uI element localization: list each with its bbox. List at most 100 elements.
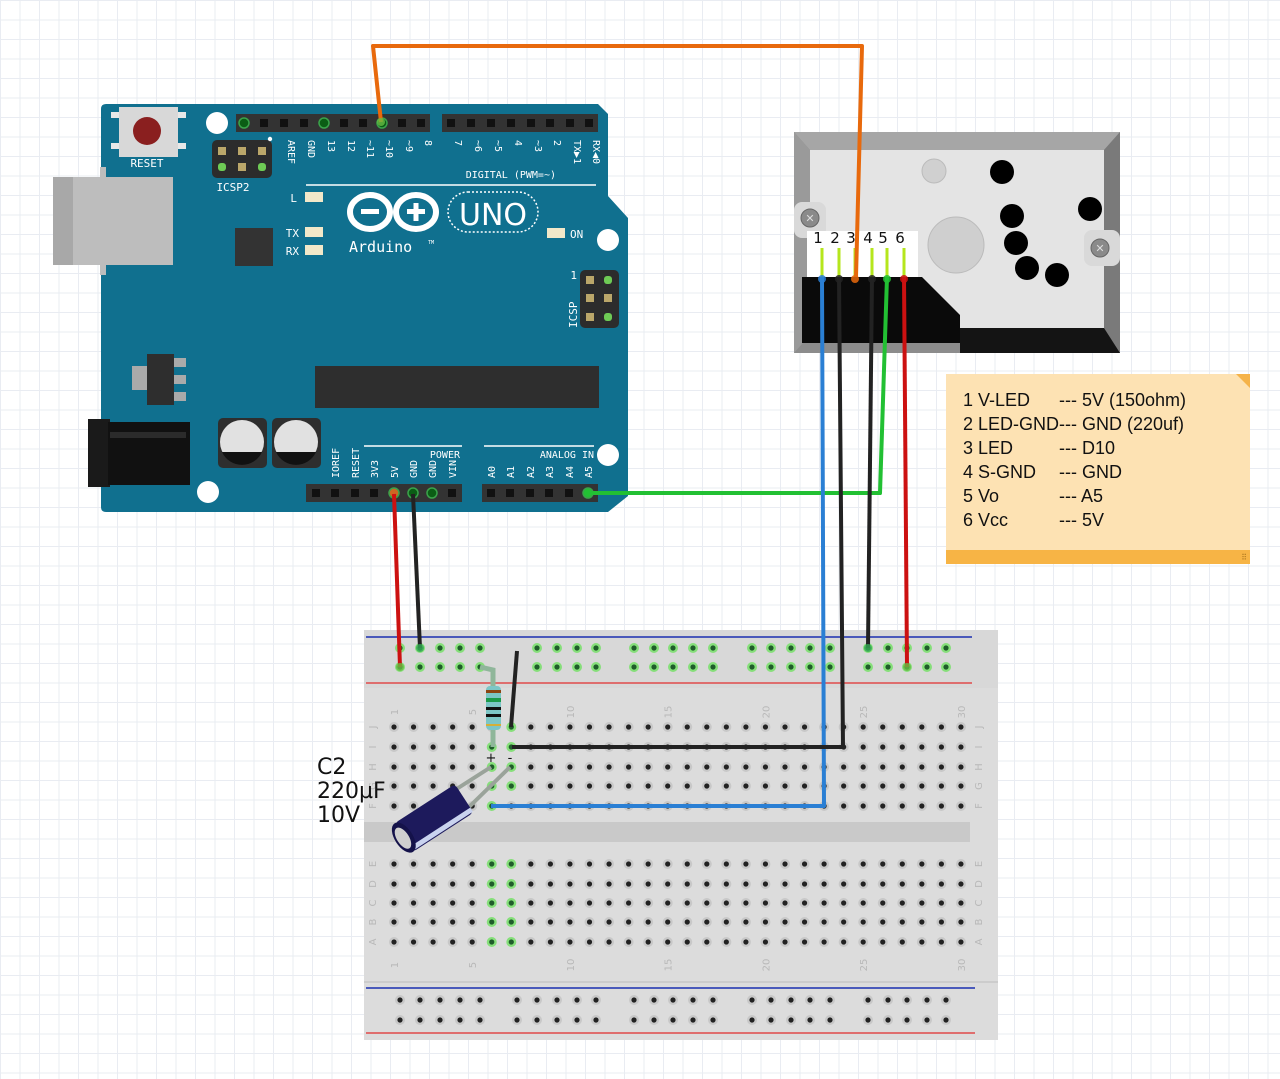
- header-pin[interactable]: [417, 119, 425, 127]
- hole-center: [743, 939, 749, 945]
- digital-pin-label: ~10: [383, 140, 394, 158]
- column-label: 20: [761, 706, 772, 719]
- wire-rail-gnd-to-row[interactable]: [509, 650, 519, 728]
- hole-center: [547, 783, 554, 789]
- hole-center: [821, 881, 827, 887]
- power-pin-label: GND: [409, 460, 420, 478]
- hole-center: [631, 664, 637, 670]
- hole-center: [670, 997, 676, 1003]
- header-pin[interactable]: [351, 489, 359, 497]
- sensor-hole: [1015, 256, 1039, 280]
- header-pin[interactable]: [331, 489, 339, 497]
- reset-button[interactable]: [111, 107, 186, 157]
- header-pin[interactable]: [565, 489, 573, 497]
- column-label: 15: [664, 959, 675, 972]
- wire-5v-to-rail[interactable]: [392, 493, 402, 668]
- header-pin[interactable]: [448, 489, 456, 497]
- hole-center: [788, 645, 794, 651]
- wire-sensor-vcc-to-rail[interactable]: [902, 276, 909, 668]
- wire-sensor-vled-to-breadboard[interactable]: [491, 276, 826, 808]
- hole-center: [645, 881, 651, 887]
- capacitor-name: C2: [317, 755, 347, 780]
- row-label: E: [974, 861, 985, 867]
- wire-sensor-ledgnd-to-breadboard[interactable]: [512, 276, 845, 749]
- hole-center: [860, 724, 866, 730]
- header-pin[interactable]: [545, 489, 553, 497]
- header-pin[interactable]: [260, 119, 268, 127]
- hole-center: [880, 783, 886, 789]
- wire-gnd-to-rail[interactable]: [411, 493, 422, 649]
- header-pin[interactable]: [447, 119, 455, 127]
- hole-center: [397, 997, 403, 1003]
- regulator-body: [147, 354, 174, 405]
- wire-d10-to-sensor-led[interactable]: [371, 44, 864, 278]
- hole-center: [841, 861, 847, 867]
- digital-pin-label: 12: [345, 140, 356, 152]
- header-pin[interactable]: [467, 119, 475, 127]
- hole-center: [860, 783, 866, 789]
- header-pin[interactable]: [359, 119, 367, 127]
- hole-center: [762, 764, 769, 770]
- hole-center: [626, 724, 632, 730]
- hole-center: [567, 939, 573, 945]
- hole-center: [534, 664, 540, 670]
- analog-pin-label: A3: [545, 466, 556, 478]
- hole-center: [865, 1017, 871, 1023]
- header-pin[interactable]: [312, 489, 320, 497]
- header-pin[interactable]: [370, 489, 378, 497]
- resize-grip-icon[interactable]: ⠿: [1241, 553, 1247, 562]
- header-pin[interactable]: [585, 119, 593, 127]
- hole-center: [807, 664, 813, 670]
- header-pin[interactable]: [487, 489, 495, 497]
- hole-center: [919, 861, 925, 867]
- pinout-sticky-note[interactable]: 1 V-LED--- 5V (150ohm) 2 LED-GND--- GND …: [946, 374, 1250, 564]
- header-pin[interactable]: [398, 119, 406, 127]
- header-pin[interactable]: [340, 119, 348, 127]
- note-line: 6 Vcc--- 5V: [963, 508, 1186, 532]
- hole-center: [801, 919, 808, 925]
- hole-center: [489, 939, 495, 945]
- hole-center: [801, 764, 808, 770]
- digital-pin-label: AREF: [285, 140, 296, 164]
- hole-center: [477, 1017, 483, 1023]
- hole-center: [547, 764, 554, 770]
- screw-icon: [800, 208, 820, 228]
- header-pin[interactable]: [527, 119, 535, 127]
- header-pin[interactable]: [507, 119, 515, 127]
- hole-center: [938, 744, 945, 750]
- header-pin[interactable]: [300, 119, 308, 127]
- hole-center: [684, 764, 690, 770]
- hole-center: [430, 744, 436, 750]
- hole-center: [704, 783, 710, 789]
- sensor-pin-number: 5: [878, 229, 888, 247]
- wire-sensor-sgnd-to-rail[interactable]: [866, 276, 874, 649]
- hole-center: [801, 881, 808, 887]
- hole-center: [514, 997, 520, 1003]
- hole-center: [410, 764, 417, 770]
- digital-pin-label: 8: [422, 140, 433, 146]
- hole-center: [880, 803, 886, 809]
- hole-center: [924, 1017, 930, 1023]
- note-line: 3 LED--- D10: [963, 436, 1186, 460]
- hole-center: [469, 724, 475, 730]
- hole-center: [567, 919, 573, 925]
- hole-center: [469, 861, 475, 867]
- header-pin[interactable]: [506, 489, 514, 497]
- header-pin[interactable]: [487, 119, 495, 127]
- hole-center: [899, 744, 905, 750]
- hole-center: [841, 881, 847, 887]
- row-label: C: [368, 899, 379, 906]
- sensor-black-block: [802, 277, 960, 343]
- hole-center: [723, 783, 729, 789]
- column-label: 10: [566, 706, 577, 719]
- hole-center: [665, 881, 671, 887]
- header-pin[interactable]: [526, 489, 534, 497]
- wire-a5-to-sensor-vo[interactable]: [590, 276, 889, 495]
- hole-center: [827, 1017, 833, 1023]
- header-pin[interactable]: [546, 119, 554, 127]
- header-pin[interactable]: [280, 119, 288, 127]
- header-pin[interactable]: [566, 119, 574, 127]
- hole-center: [958, 919, 964, 925]
- icsp2-pin: [238, 147, 246, 155]
- sensor-hole: [1004, 231, 1028, 255]
